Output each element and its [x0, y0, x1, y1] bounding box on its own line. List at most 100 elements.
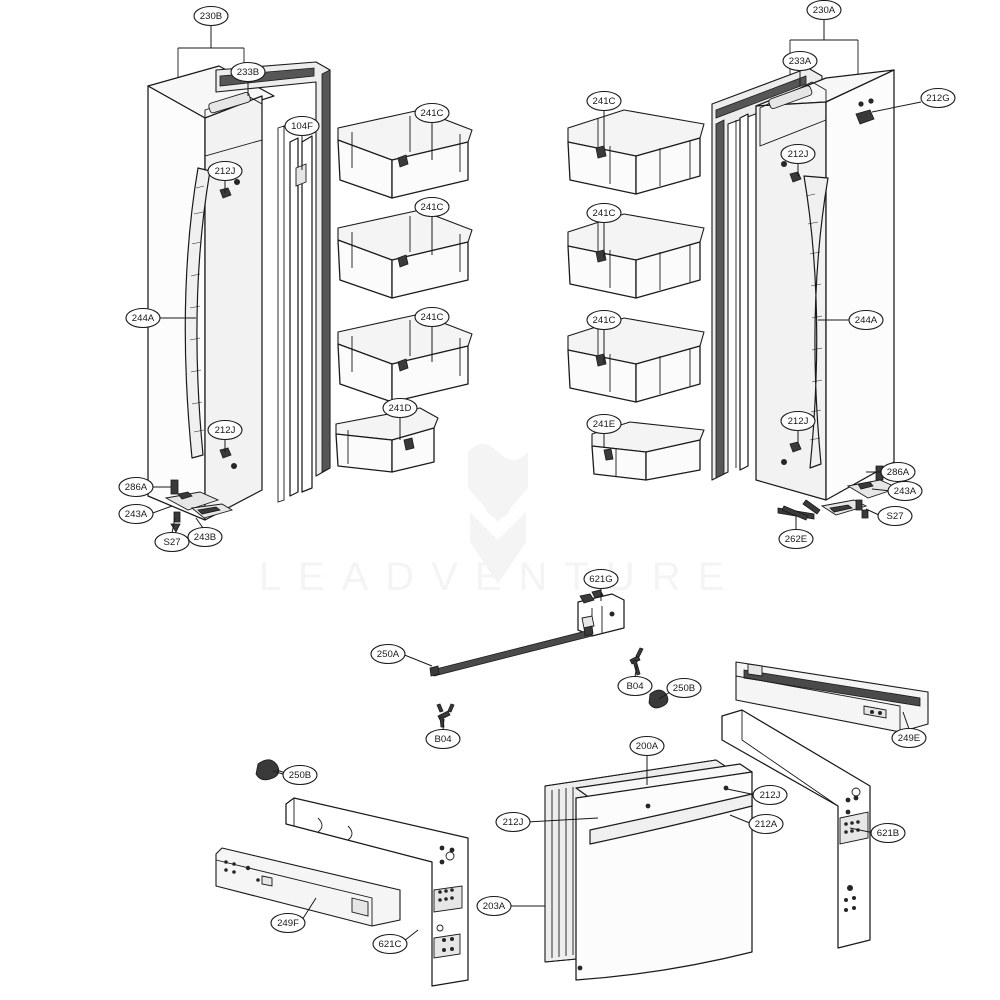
- callout-balloon[interactable]: [877, 505, 913, 527]
- callout-balloon[interactable]: [748, 813, 784, 835]
- callout-label: 249F: [277, 918, 299, 929]
- callout-balloon[interactable]: [370, 643, 406, 665]
- callout-s27[interactable]: S27: [865, 505, 913, 527]
- callout-balloon[interactable]: [586, 202, 622, 224]
- callout-249e[interactable]: 249E: [891, 711, 927, 749]
- callout-balloon[interactable]: [154, 531, 190, 553]
- callout-233a[interactable]: 233A: [782, 50, 818, 87]
- callout-balloon[interactable]: [425, 728, 461, 750]
- callout-212j[interactable]: 212J: [207, 160, 243, 194]
- callout-212j[interactable]: 212J: [495, 811, 599, 833]
- callout-balloon[interactable]: [382, 397, 418, 419]
- bin-241D-left-shallow: [335, 407, 439, 473]
- callout-212j[interactable]: 212J: [780, 143, 816, 177]
- callout-label: 233B: [237, 67, 259, 78]
- callout-balloon[interactable]: [782, 50, 818, 72]
- callout-244a[interactable]: 244A: [125, 307, 196, 329]
- left-door-liner-104F: [277, 125, 313, 503]
- callout-balloon[interactable]: [780, 143, 816, 165]
- callout-250b[interactable]: 250B: [272, 764, 318, 786]
- callout-balloon[interactable]: [806, 0, 842, 21]
- callout-241c[interactable]: 241C: [586, 90, 622, 149]
- callout-balloon[interactable]: [586, 90, 622, 112]
- callout-leader-line: [902, 711, 910, 730]
- callout-label: 104F: [291, 121, 313, 132]
- callout-241c[interactable]: 241C: [586, 202, 622, 259]
- callout-b04[interactable]: B04: [617, 663, 653, 697]
- callout-balloon[interactable]: [617, 675, 653, 697]
- callout-250b[interactable]: 250B: [658, 677, 702, 700]
- door-stopper-262E: [777, 499, 821, 521]
- callout-balloon[interactable]: [583, 568, 619, 590]
- callout-233b[interactable]: 233B: [230, 61, 266, 97]
- callout-230a[interactable]: 230A: [806, 0, 842, 41]
- callout-balloon[interactable]: [887, 480, 923, 502]
- callout-balloon[interactable]: [207, 160, 243, 182]
- callout-balloon[interactable]: [414, 306, 450, 328]
- callout-balloon[interactable]: [187, 526, 223, 548]
- callout-200a[interactable]: 200A: [629, 735, 665, 786]
- callout-243b[interactable]: 243B: [187, 517, 223, 548]
- callout-212a[interactable]: 212A: [729, 813, 784, 835]
- callout-250a[interactable]: 250A: [370, 643, 433, 667]
- callout-balloon[interactable]: [629, 735, 665, 757]
- callout-262e[interactable]: 262E: [778, 515, 814, 550]
- callout-balloon[interactable]: [666, 677, 702, 699]
- callout-balloon[interactable]: [372, 933, 408, 955]
- callout-balloon[interactable]: [230, 61, 266, 83]
- callout-244a[interactable]: 244A: [818, 309, 884, 331]
- callout-243a[interactable]: 243A: [118, 503, 173, 525]
- callout-286a[interactable]: 286A: [866, 461, 916, 483]
- callout-balloon[interactable]: [118, 503, 154, 525]
- callout-212j[interactable]: 212J: [780, 410, 816, 444]
- callout-balloon[interactable]: [118, 476, 154, 498]
- callout-b04[interactable]: B04: [425, 718, 461, 750]
- callout-241c[interactable]: 241C: [414, 196, 450, 256]
- callout-241d[interactable]: 241D: [382, 397, 418, 441]
- callout-241e[interactable]: 241E: [586, 413, 622, 449]
- callout-balloon[interactable]: [125, 307, 161, 329]
- callout-balloon[interactable]: [752, 784, 788, 806]
- callout-label: 241C: [593, 208, 616, 219]
- callout-label: B04: [434, 734, 452, 745]
- callout-621g[interactable]: 621G: [583, 568, 619, 602]
- callout-203a[interactable]: 203A: [476, 895, 545, 917]
- callout-104f[interactable]: 104F: [284, 115, 320, 171]
- callout-balloon[interactable]: [414, 102, 450, 124]
- callout-balloon[interactable]: [891, 727, 927, 749]
- callout-212g[interactable]: 212G: [871, 87, 956, 113]
- callout-balloon[interactable]: [586, 413, 622, 435]
- callout-241c[interactable]: 241C: [414, 102, 450, 161]
- callout-leader-line: [849, 827, 875, 834]
- callout-212j[interactable]: 212J: [726, 784, 788, 806]
- callout-balloon[interactable]: [282, 764, 318, 786]
- callout-230b[interactable]: 230B: [193, 5, 229, 49]
- callout-621c[interactable]: 621C: [372, 929, 419, 955]
- callout-balloon[interactable]: [920, 87, 956, 109]
- callout-balloon[interactable]: [207, 419, 243, 441]
- callout-621b[interactable]: 621B: [849, 822, 906, 844]
- callout-balloon[interactable]: [284, 115, 320, 137]
- callout-286a[interactable]: 286A: [118, 476, 171, 498]
- callout-249f[interactable]: 249F: [270, 897, 317, 934]
- callout-balloon[interactable]: [870, 822, 906, 844]
- callout-balloon[interactable]: [586, 309, 622, 331]
- callout-balloon[interactable]: [495, 811, 531, 833]
- callout-241c[interactable]: 241C: [414, 306, 450, 363]
- callout-s27[interactable]: S27: [154, 517, 190, 553]
- callout-balloon[interactable]: [778, 528, 814, 550]
- callout-label: 249E: [898, 733, 920, 744]
- callout-212j[interactable]: 212J: [207, 419, 243, 453]
- callout-balloon[interactable]: [414, 196, 450, 218]
- screw-S27-a: [173, 511, 181, 523]
- callout-balloon[interactable]: [476, 895, 512, 917]
- callout-balloon[interactable]: [880, 461, 916, 483]
- bin-241E-right-shallow: [591, 421, 705, 481]
- callout-balloon[interactable]: [270, 912, 306, 934]
- callout-balloon[interactable]: [848, 309, 884, 331]
- callout-balloon[interactable]: [780, 410, 816, 432]
- callout-balloon[interactable]: [193, 5, 229, 27]
- callout-241c[interactable]: 241C: [586, 309, 622, 364]
- callout-243a[interactable]: 243A: [871, 480, 923, 502]
